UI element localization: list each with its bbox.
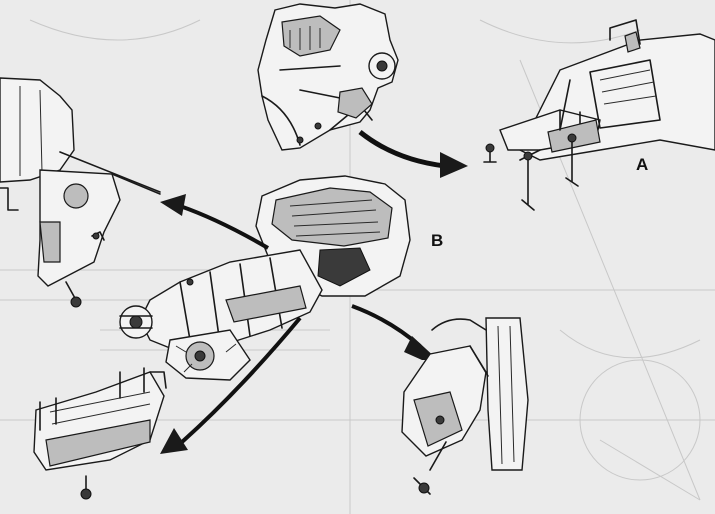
arrow-to-detail-a	[358, 130, 468, 178]
callout-label-a: A	[636, 155, 649, 174]
callout-label-b: B	[431, 231, 444, 250]
engine-transmission-assembly	[119, 175, 411, 381]
lower-right-frame-mount	[401, 317, 529, 495]
lower-left-crossmember	[33, 367, 167, 500]
arrow-to-left-mount	[160, 194, 270, 250]
arrow-to-lower-right-mount	[351, 304, 438, 360]
detail-a-bracket	[483, 19, 715, 211]
arrow-to-lower-left-crossmember	[160, 316, 302, 454]
top-engine-detail	[257, 3, 399, 151]
left-frame-mount	[0, 77, 161, 308]
